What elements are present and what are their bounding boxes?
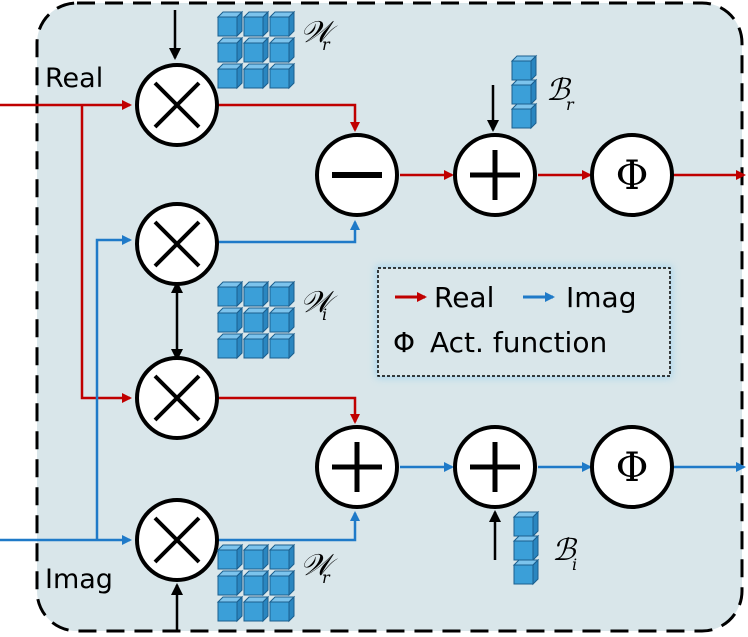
add-bias-node-real [453,133,537,217]
svg-text:Φ: Φ [616,153,649,199]
add-bias-node-imag [453,425,537,509]
svg-text:Act. function: Act. function [430,326,607,359]
subtract-node [315,133,399,217]
svg-text:r: r [566,95,575,114]
multiply-node-real-wr [135,63,219,147]
svg-text:Φ: Φ [393,326,415,359]
legend-real-entry: Real [395,281,494,314]
svg-text:r: r [322,35,331,54]
bias-column-bi [513,511,539,585]
bias-column-br [511,55,537,129]
multiply-node-imag-wr [135,498,219,582]
svg-text:Real: Real [434,281,494,314]
real-wires [0,100,746,424]
svg-text:Imag: Imag [566,281,636,314]
weight-grid-wr-top [217,11,295,89]
svg-text:i: i [322,305,327,324]
activation-node-real: Φ [590,133,674,217]
svg-text:r: r [322,568,331,587]
parameter-arrows [169,10,501,630]
weight-grid-wr-bottom [217,544,295,622]
svg-text:ℬ: ℬ [546,73,572,108]
weight-grid-wi [217,281,295,359]
legend-imag-entry: Imag [523,281,636,314]
imag-wires [0,220,746,545]
svg-text:i: i [572,555,577,574]
legend-activation-entry: Φ Act. function [393,326,607,359]
add-node-imag [315,425,399,509]
bias-label-br: ℬ r [546,73,575,114]
multiply-node-real-wi [135,356,219,440]
activation-node-imag: Φ [590,425,674,509]
svg-text:ℬ: ℬ [552,533,578,568]
svg-text:Φ: Φ [616,445,649,491]
bias-label-bi: ℬ i [552,533,578,574]
input-real-label: Real [45,63,103,94]
multiply-node-imag-wi [135,202,219,286]
legend: Real Imag Φ Act. function [376,266,672,378]
input-imag-label: Imag [45,564,113,595]
